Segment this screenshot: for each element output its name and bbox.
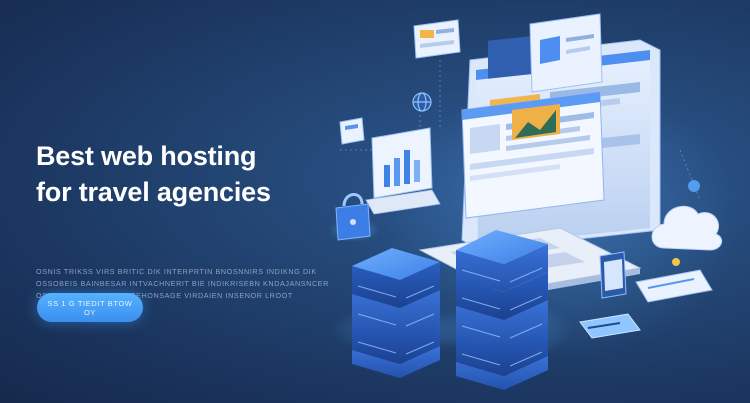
page-preview-panel <box>461 91 605 219</box>
bar-chart-icon <box>365 127 441 215</box>
card-icon <box>579 313 641 339</box>
floating-card-right <box>529 13 603 93</box>
ticket-icon <box>635 269 713 303</box>
padlock-icon <box>328 193 380 242</box>
floating-card-left <box>339 117 365 145</box>
phone-icon <box>599 251 627 299</box>
headline-line-1: Best web hosting <box>36 141 257 171</box>
floating-card-top <box>413 19 461 59</box>
hero-copy: Best web hosting for travel agencies OSN… <box>36 138 329 302</box>
description-line-1: OSNIS TRIKSS VIRS BRITIC DIK INTERPRTIN … <box>36 267 317 276</box>
cta-button[interactable]: SS 1 G TIEDIT BTOW OY <box>37 293 143 322</box>
cloud-icon <box>651 180 723 266</box>
hero-headline: Best web hosting for travel agencies <box>36 138 326 210</box>
globe-icon <box>412 92 432 112</box>
hero-description: OSNIS TRIKSS VIRS BRITIC DIK INTERPRTIN … <box>36 266 329 302</box>
headline-line-2: for travel agencies <box>36 177 271 207</box>
server-rack-icon-left <box>330 248 470 378</box>
description-line-3: OSOSNBIS INGENDIE IKTEHONSAGE VIRDAIEN I… <box>36 291 293 300</box>
server-rack-icon-right <box>434 230 574 390</box>
description-line-2: OSSOBEIS BAINBESAR INTVACHNERIT BIE INDI… <box>36 279 329 288</box>
